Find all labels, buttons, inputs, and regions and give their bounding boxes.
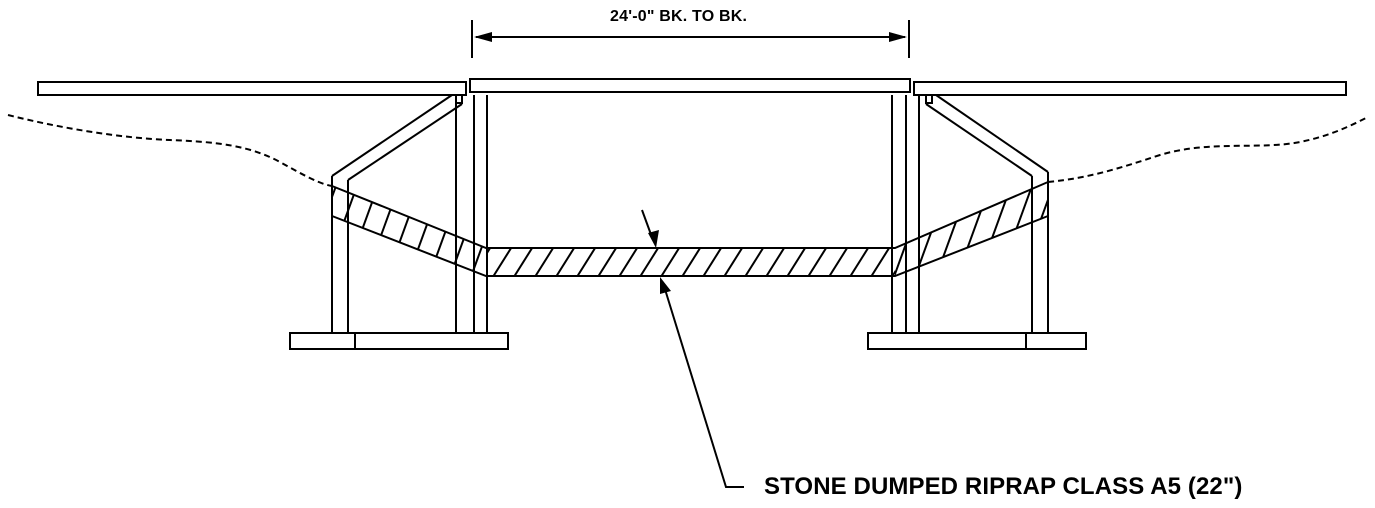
hatch-line bbox=[658, 248, 682, 276]
hatch-line bbox=[511, 248, 535, 276]
hatch-line bbox=[784, 248, 808, 276]
hatch-line bbox=[489, 175, 529, 285]
hatch-line bbox=[467, 186, 486, 276]
hatch-line bbox=[895, 182, 932, 276]
hatch-line bbox=[953, 182, 995, 276]
hatch-line bbox=[595, 248, 619, 276]
hatch-line bbox=[332, 186, 341, 276]
hatch-line bbox=[847, 248, 871, 276]
left-abutment bbox=[289, 94, 509, 350]
hatch-line bbox=[763, 248, 787, 276]
riprap-callout-label: STONE DUMPED RIPRAP CLASS A5 (22") bbox=[764, 473, 1243, 500]
hatch-line bbox=[532, 248, 556, 276]
thickness-arrow bbox=[641, 209, 659, 248]
riprap-hatch-left bbox=[332, 175, 529, 285]
hatch-line bbox=[889, 248, 895, 276]
hatch-line bbox=[868, 248, 892, 276]
hatch-line bbox=[616, 248, 640, 276]
hatch-line bbox=[490, 248, 514, 276]
riprap-hatch-center bbox=[486, 248, 895, 276]
dimension-line bbox=[471, 20, 910, 58]
hatch-line bbox=[721, 248, 745, 276]
hatch-line bbox=[637, 248, 661, 276]
hatch-line bbox=[574, 248, 598, 276]
hatch-line bbox=[700, 248, 724, 276]
hatch-line bbox=[995, 182, 1037, 276]
riprap-hatch-right bbox=[895, 175, 1099, 285]
hatch-line bbox=[679, 248, 703, 276]
hatch-line bbox=[486, 248, 493, 276]
deck-slab-left bbox=[37, 81, 467, 96]
deck-slab-right bbox=[913, 81, 1347, 96]
hatch-line bbox=[1037, 182, 1048, 276]
hatch-line bbox=[974, 182, 1016, 276]
hatch-line bbox=[553, 248, 577, 276]
hatch-line bbox=[1016, 182, 1048, 276]
callout-leader bbox=[660, 277, 744, 488]
deck-slab-center bbox=[469, 78, 911, 93]
riprap-layer bbox=[331, 181, 1049, 277]
ground-line-left bbox=[7, 114, 333, 187]
dimension-label: 24'-0" BK. TO BK. bbox=[610, 8, 748, 25]
hatch-line bbox=[805, 248, 829, 276]
right-footing bbox=[867, 332, 1087, 350]
ground-line-right bbox=[1047, 116, 1369, 183]
hatch-line bbox=[383, 186, 425, 276]
hatch-line bbox=[826, 248, 850, 276]
hatch-line bbox=[742, 248, 766, 276]
hatch-line bbox=[332, 186, 362, 276]
hatch-line bbox=[1059, 175, 1099, 285]
right-abutment bbox=[867, 94, 1087, 350]
hatch-line bbox=[425, 186, 467, 276]
left-footing bbox=[289, 332, 509, 350]
